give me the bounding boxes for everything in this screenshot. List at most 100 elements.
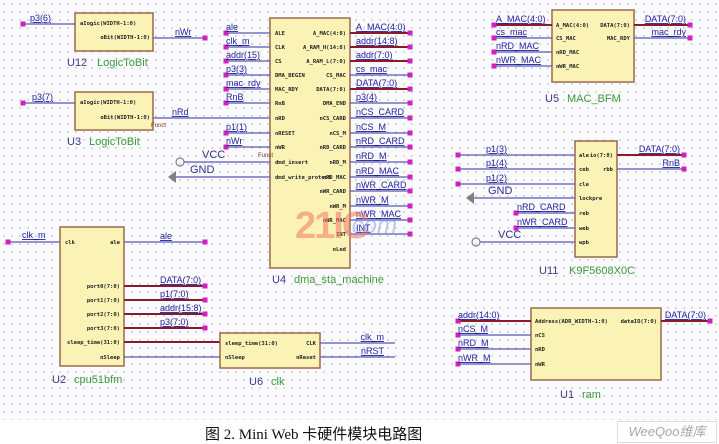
net-label: nRD_MAC — [356, 166, 400, 176]
pin-label: cle — [579, 182, 590, 188]
net-label: nRD_M — [356, 151, 387, 161]
pin-label: CS_MAC — [326, 73, 346, 79]
port-marker — [407, 144, 413, 150]
net-label: DATA(7:0) — [645, 14, 686, 24]
net-label: nCS_M — [356, 122, 386, 132]
net-label: nWR_M — [356, 195, 389, 205]
net-label: addr(14:0) — [458, 310, 500, 320]
port-marker — [223, 30, 229, 36]
port-marker — [5, 239, 11, 245]
port-marker — [491, 63, 497, 69]
port-marker — [202, 325, 208, 331]
net-label: p3(3) — [226, 64, 247, 74]
net-label: DATA(7:0) — [639, 144, 680, 154]
pin-label: clk — [65, 240, 76, 246]
pin-label: ceb — [579, 167, 590, 173]
net-label: nRD_MAC — [496, 41, 540, 51]
vcc-icon — [471, 237, 481, 247]
port-marker — [407, 130, 413, 136]
port-marker — [455, 166, 461, 172]
pin-label: nWR_CARD — [320, 189, 347, 195]
designator: U3 — [67, 136, 81, 148]
pin-label: A_RAM_H(14:8) — [303, 45, 346, 51]
weeqoo-watermark: WeeQoo维库 — [617, 421, 717, 443]
port-marker — [202, 239, 208, 245]
u12-block — [74, 12, 154, 52]
pin-label: rbb — [603, 167, 614, 173]
gnd-icon — [168, 171, 176, 183]
net-label: clk_m — [360, 332, 384, 342]
port-marker — [455, 332, 461, 338]
net-label: nWR_M — [458, 353, 491, 363]
pin-label: nSleep — [225, 355, 246, 361]
component-name: dma_sta_machine — [294, 274, 384, 286]
port-marker — [455, 181, 461, 187]
pin-label: nRD — [535, 347, 546, 353]
pin-label: A_RAM_L(7:0) — [306, 59, 346, 65]
pin-label: oBit(WIDTH-1:0) — [100, 35, 150, 41]
pin-label: CLK — [306, 341, 317, 347]
port-marker — [407, 115, 413, 121]
net-label: clk_m — [226, 36, 250, 46]
pin-label: nWR_M — [329, 204, 346, 210]
watermark-com: .com — [345, 212, 398, 239]
net-label: cs_mac — [496, 27, 528, 37]
net-label: p1(4) — [486, 158, 507, 168]
net-label: nWR_MAC — [356, 209, 402, 219]
u6-block — [219, 332, 321, 369]
net-label: addr(15:8) — [160, 303, 202, 313]
net-label: ale — [226, 22, 238, 32]
port-marker — [202, 283, 208, 289]
net-label: p3(4) — [356, 92, 377, 102]
pin-label: nWR — [535, 362, 546, 368]
port-marker — [513, 225, 519, 231]
net-label: cs_mac — [356, 64, 388, 74]
pin-label: reb — [579, 211, 590, 217]
pin-label: nSleep — [100, 355, 121, 361]
pin-label: nRD_M — [329, 160, 346, 166]
pin-label: ale — [110, 240, 121, 246]
component-name: cpu51bfm — [74, 374, 122, 386]
port-marker — [407, 30, 413, 36]
pin-label: io(7:0) — [590, 153, 613, 159]
component-name: LogicToBit — [97, 57, 148, 69]
u11-block — [574, 140, 618, 258]
pin-label: nRESET — [275, 131, 296, 137]
port-marker — [223, 58, 229, 64]
pin-label: nReset — [296, 355, 316, 361]
port-marker — [407, 100, 413, 106]
u4-block — [269, 17, 351, 269]
port-marker — [407, 159, 413, 165]
net-label: nWR_CARD — [517, 217, 568, 227]
pin-label: sleep_time(31:0) — [67, 340, 120, 346]
port-marker — [223, 100, 229, 106]
pin-label: CS — [275, 59, 282, 65]
pin-label: aIogic(WIDTH-1:0) — [80, 21, 136, 27]
net-label: p1(1) — [226, 122, 247, 132]
gnd-icon — [466, 192, 474, 204]
port-marker — [20, 21, 26, 27]
net-label: p1(3) — [486, 144, 507, 154]
net-label: ale — [160, 231, 172, 241]
pin-label: port3(7:0) — [87, 326, 120, 332]
net-label: DATA(7:0) — [665, 310, 706, 320]
net-label: p1(7:0) — [160, 289, 189, 299]
component-name: MAC_BFM — [567, 93, 621, 105]
port-marker — [681, 166, 687, 172]
net-label: nCS_CARD — [356, 107, 405, 117]
pin-label: nRD_MAC — [556, 50, 579, 56]
net-label: nRST — [361, 346, 385, 356]
designator: U6 — [249, 376, 263, 388]
net-label: DATA(7:0) — [160, 275, 201, 285]
port-marker — [407, 58, 413, 64]
net-label: addr(14:8) — [356, 36, 398, 46]
pin-label: DATA(7:0) — [316, 87, 346, 93]
u5-block — [551, 9, 635, 83]
net-label: mac_rdy — [226, 78, 261, 88]
pin-label: MAC_RDY — [607, 36, 631, 42]
pin-label: oBit(WIDTH-1:0) — [100, 115, 150, 121]
pin-label: nLed — [333, 247, 346, 253]
figure-caption: 图 2. Mini Web 卡硬件模块电路图 — [205, 427, 423, 443]
u1-block — [530, 307, 662, 381]
port-marker — [407, 86, 413, 92]
